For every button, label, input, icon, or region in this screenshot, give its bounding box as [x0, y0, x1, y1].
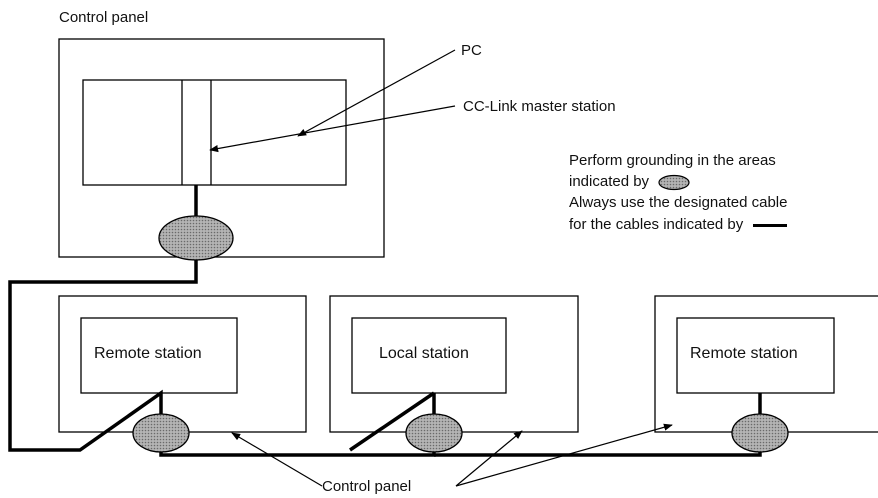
control-panel-arrow-middle: [455, 430, 523, 487]
control-panel-middle-box: [329, 295, 579, 433]
control-panel-top-box: [58, 38, 385, 258]
remote-station-left-label: Remote station: [94, 345, 202, 362]
ground-point-remote-right: [731, 413, 789, 453]
legend-line-1: Perform grounding in the areas: [569, 152, 776, 169]
ground-point-remote-left: [132, 413, 190, 453]
ground-point-local: [405, 413, 463, 453]
pc-arrow: [297, 49, 456, 137]
control-panel-right-box: [654, 295, 878, 433]
local-station-box: [351, 317, 507, 394]
cable-legend-icon: [753, 223, 788, 227]
control-panel-bottom-label: Control panel: [322, 478, 412, 495]
local-station-label: Local station: [379, 345, 469, 362]
control-panel-top-label: Control panel: [59, 9, 149, 26]
control-panel-arrow-left: [231, 432, 323, 487]
master-station-label: CC-Link master station: [463, 98, 616, 115]
legend-line-2-text: indicated by: [569, 173, 650, 190]
control-panel-arrow-right: [455, 423, 673, 487]
legend-line-2: indicated by: [569, 173, 691, 191]
remote-station-right-label: Remote station: [690, 345, 798, 362]
legend-line-4-text: for the cables indicated by: [569, 216, 744, 233]
legend-line-3: Always use the designated cable: [569, 194, 788, 211]
ground-legend-icon: [658, 174, 690, 190]
pc-rack: [82, 79, 347, 186]
pc-label: PC: [461, 42, 482, 59]
ground-point-master: [158, 215, 234, 261]
remote-station-right-box: [676, 317, 835, 394]
legend-line-4: for the cables indicated by: [569, 216, 788, 234]
control-panel-left-box: [58, 295, 307, 433]
master-station-arrow: [209, 105, 456, 153]
